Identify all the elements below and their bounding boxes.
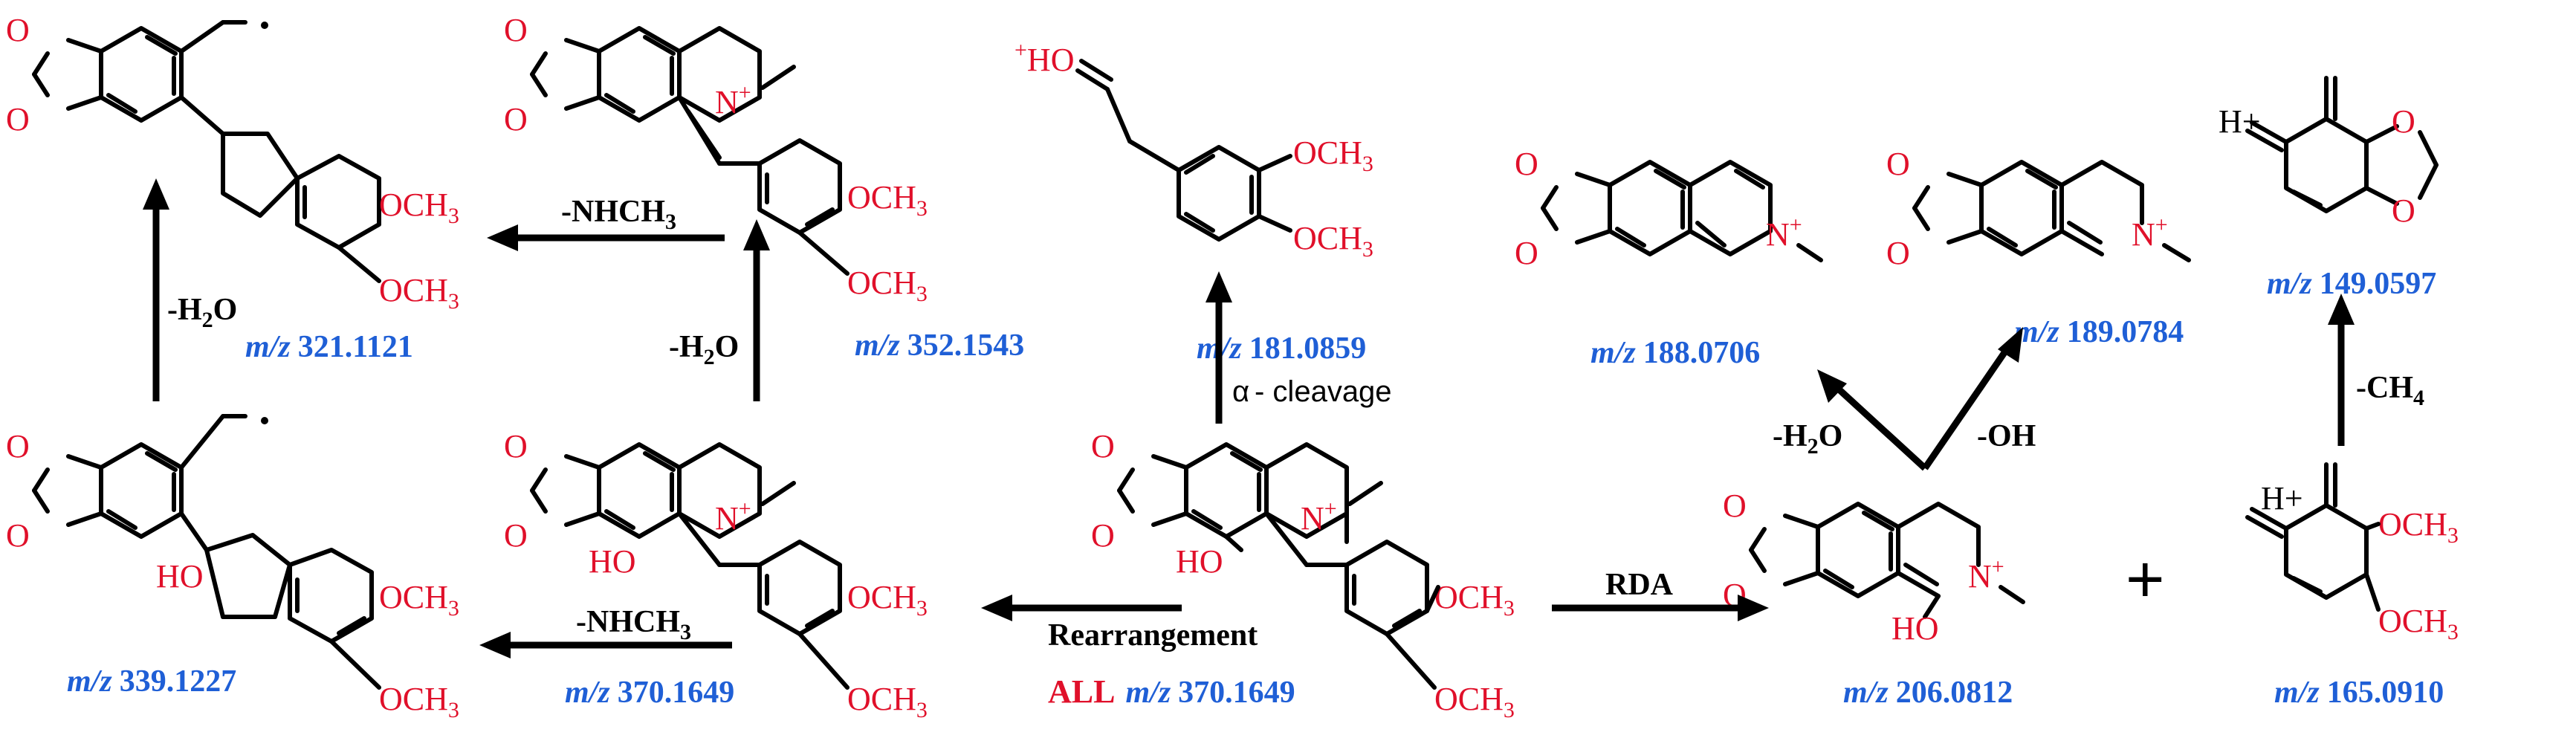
arrow-rearrangement: Rearrangement [981, 595, 1258, 653]
atom-ho-plus: +HO [1014, 38, 1074, 78]
atom-ho: HO [1176, 543, 1223, 580]
label-loss-h2o-right: -H2O [1773, 419, 1842, 459]
label-loss-nhch3-top: -NHCH3 [561, 195, 676, 234]
atom-n-plus: N+ [1766, 213, 1802, 253]
atom-o: O [1886, 235, 1910, 271]
label-cleavage: - cleavage [1255, 375, 1392, 408]
arrow-loss-ch4: -CH4 [2328, 294, 2424, 446]
label-rearrangement: Rearrangement [1048, 618, 1258, 653]
atom-och3: OCH3 [379, 272, 459, 314]
atom-o: O [2392, 103, 2415, 140]
atom-hplus: H+ [2219, 103, 2261, 140]
atom-och3: OCH3 [847, 265, 928, 306]
atom-och3: OCH3 [2378, 506, 2459, 548]
plus-sign: + [2126, 543, 2165, 617]
atom-o: O [504, 517, 528, 554]
atom-o: O [504, 12, 528, 48]
label-loss-oh: -OH [1977, 419, 2036, 453]
atom-och3: OCH3 [1434, 579, 1515, 621]
atom-n-plus: N+ [715, 80, 751, 120]
atom-o: O [6, 12, 30, 48]
atom-och3: OCH3 [379, 579, 459, 621]
atom-n-plus: N+ [1968, 554, 2004, 595]
arrow-loss-h2o-left: -H2O [143, 178, 237, 401]
atom-o: O [504, 101, 528, 137]
arrow-loss-h2o-right: -H2O [1773, 369, 1928, 471]
arrow-loss-h2o-mid: -H2O [669, 219, 770, 401]
atom-oh: HO [1891, 610, 1939, 647]
atom-o: O [1091, 428, 1115, 465]
atom-och3: OCH3 [1293, 135, 1373, 176]
label-loss-nhch3-bottom: -NHCH3 [576, 605, 691, 644]
label-alpha: α [1232, 375, 1249, 408]
atom-o: O [2392, 192, 2415, 229]
arrow-alpha-cleavage: α - cleavage [1206, 271, 1392, 424]
arrow-rda: RDA [1552, 568, 1769, 621]
atom-hplus: H+ [2261, 480, 2303, 517]
atom-o: O [1515, 146, 1538, 182]
atom-och3: OCH3 [847, 681, 928, 722]
atom-o: O [1886, 146, 1910, 182]
atom-och3: OCH3 [2378, 603, 2459, 644]
label-rda: RDA [1605, 568, 1674, 602]
atom-och3: OCH3 [1434, 681, 1515, 722]
atom-n-plus: N+ [1301, 496, 1337, 537]
atom-ho: HO [589, 543, 636, 580]
atom-o: O [6, 101, 30, 137]
arrow-loss-nhch3-top: -NHCH3 [487, 195, 725, 251]
atom-och3: OCH3 [379, 681, 459, 722]
atom-o: O [6, 517, 30, 554]
arrow-loss-oh: -OH [1922, 327, 2036, 470]
atom-och3: OCH3 [847, 579, 928, 621]
atom-och3: OCH3 [379, 187, 459, 228]
atom-n-plus: N+ [715, 496, 751, 537]
atom-och3: OCH3 [1293, 220, 1373, 262]
atom-och3: OCH3 [847, 179, 928, 221]
atom-o: O [1091, 517, 1115, 554]
atom-n-plus: N+ [2132, 213, 2168, 253]
label-loss-h2o-mid: -H2O [669, 330, 739, 369]
atom-o: O [6, 428, 30, 465]
atom-o: O [1723, 488, 1747, 524]
arrow-loss-nhch3-bottom: -NHCH3 [479, 605, 732, 658]
atom-ho: HO [156, 558, 204, 595]
label-loss-ch4: -CH4 [2356, 371, 2424, 410]
atom-o: O [504, 428, 528, 465]
atom-o: O [1515, 235, 1538, 271]
label-loss-h2o-left: -H2O [167, 293, 237, 332]
